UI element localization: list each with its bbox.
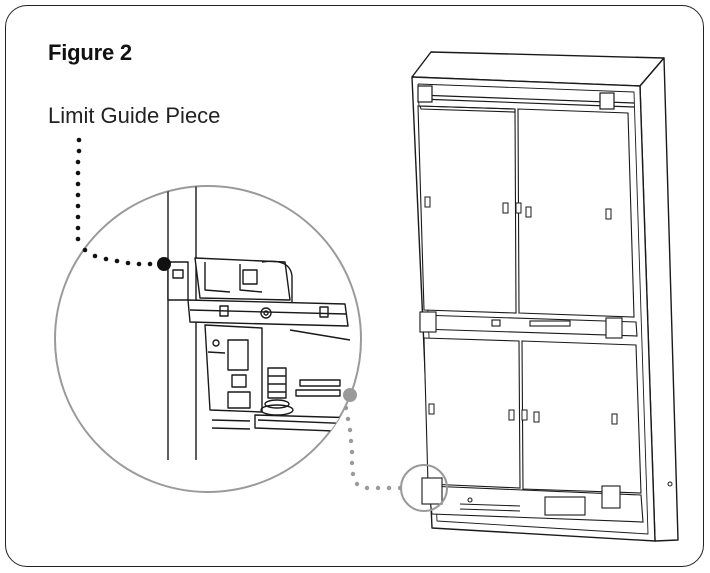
callout-target-dot bbox=[157, 257, 171, 271]
lower-left-panel bbox=[423, 337, 521, 489]
lower-right-panel bbox=[521, 340, 642, 494]
base-assembly bbox=[421, 477, 644, 523]
middle-rail bbox=[419, 311, 638, 339]
callout-leader bbox=[75, 137, 171, 271]
top-hinge-rail bbox=[417, 85, 635, 110]
magnifier-leader bbox=[343, 388, 403, 491]
magnified-detail bbox=[54, 185, 362, 493]
callout-label: Limit Guide Piece bbox=[48, 103, 221, 128]
upper-left-panel bbox=[417, 105, 517, 314]
figure-title: Figure 2 bbox=[48, 40, 132, 65]
upper-right-panel bbox=[517, 108, 635, 318]
door-brackets bbox=[424, 196, 673, 487]
